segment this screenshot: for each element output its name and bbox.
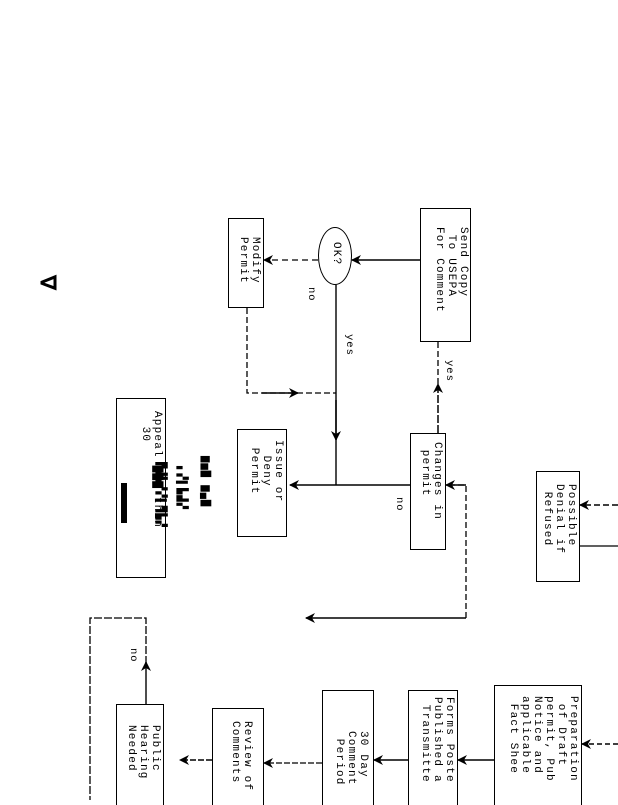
node-appeal: Appeal ▇▇▇ thin 30 [116,398,166,578]
node-send-copy-text: Send Copy To USEPA For Comment [433,227,469,313]
node-issue-text: Issue or Deny Permit [248,440,284,503]
node-public-hearing: Public Hearing Needed [116,704,164,805]
edge-into-changes [446,484,467,618]
node-possible-denial: Possible Denial if Refused [536,471,580,582]
node-changes-in-permit: Changes in permit [410,433,446,550]
illegible-stamp-2: ▖▞▌▙▟▞ [175,466,187,510]
node-changes-text: Changes in permit [419,442,443,521]
illegible-stamp-3: ▛▟▙▝▞▌▜▙▞ [154,462,166,528]
node-preparation-text: Preparation of Draft permit, Pub Notice … [507,696,579,782]
illegible-stamp-1: ▆▅▇ ▆▄▇ [199,456,211,508]
node-send-copy: Send Copy To USEPA For Comment [420,208,471,342]
node-modify-permit: Modify Permit [228,218,264,308]
node-comment-period-text: 30 Day Comment Period [333,731,369,786]
node-forms-posted: Forms Poste Published a Transmitte [408,690,458,805]
node-review-comments: Review of Comments [212,708,264,805]
edge-hearing-loop [89,617,147,800]
node-possible-denial-text: Possible Denial if Refused [541,484,577,555]
node-forms-posted-text: Forms Poste Published a Transmitte [419,697,455,783]
decision-ok-text: OK? [330,242,342,266]
node-comment-period: 30 Day Comment Period [322,690,374,805]
decision-ok: OK? [318,227,352,285]
edge-label-hearing-no: no [127,648,139,663]
edge-label-changes-no: no [393,497,405,512]
node-public-hearing-text: Public Hearing Needed [125,725,161,780]
node-issue-or-deny: Issue or Deny Permit [237,429,287,537]
node-modify-permit-text: Modify Permit [237,237,261,284]
edge-label-ok-yes: yes [343,334,355,356]
node-review-text: Review of Comments [229,721,253,792]
node-preparation: Preparation of Draft permit, Pub Notice … [494,685,582,805]
redaction-bar [121,483,127,523]
edge-label-ok-no: no [305,287,317,302]
edge-modify-to-main [246,308,336,394]
edge-label-send-yes: yes [443,360,455,382]
scan-mark-icon: 𝛁 [33,274,59,291]
